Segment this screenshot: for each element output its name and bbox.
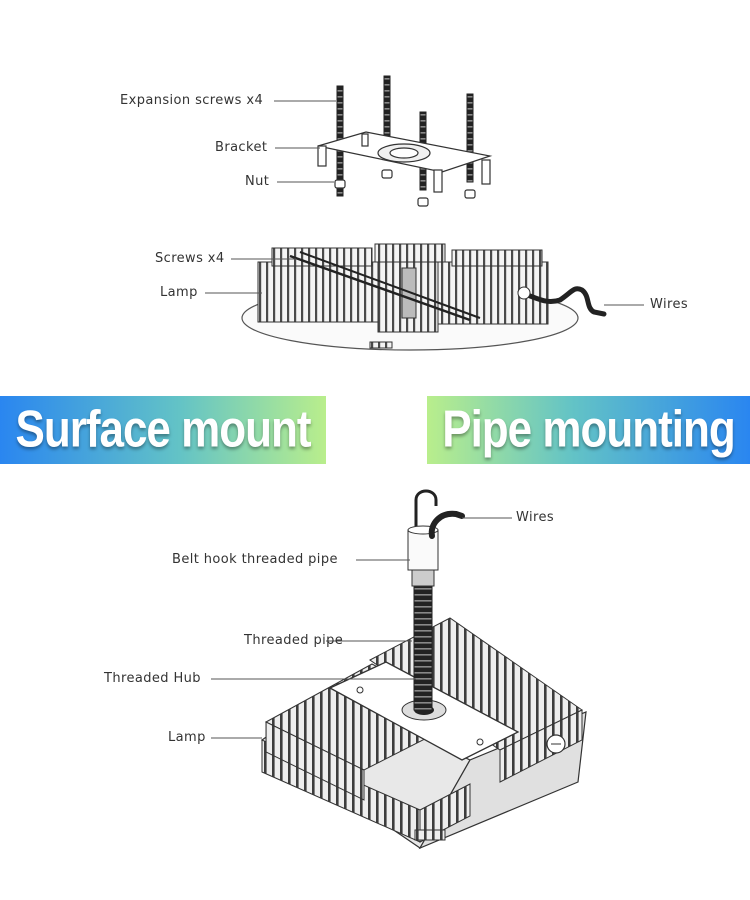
- banner-pipe-mounting-text: Pipe mounting: [442, 400, 736, 459]
- banner-surface-mount: Surface mount: [0, 396, 326, 464]
- top-wires: [517, 286, 607, 317]
- banner-surface-mount-text: Surface mount: [15, 400, 311, 459]
- banner-pipe-mounting: Pipe mounting: [427, 396, 750, 464]
- label-lamp-pipe: Lamp: [168, 730, 206, 745]
- label-nut: Nut: [245, 174, 270, 189]
- label-wires-pipe: Wires: [516, 510, 555, 525]
- label-wires-top: Wires: [650, 297, 689, 312]
- label-lamp-top: Lamp: [160, 285, 198, 300]
- top-lamp: [241, 243, 579, 351]
- label-bracket: Bracket: [215, 140, 268, 155]
- label-expansion-screws: Expansion screws x4: [120, 93, 264, 108]
- label-threaded-pipe: Threaded pipe: [244, 633, 344, 648]
- label-screws: Screws x4: [155, 251, 225, 266]
- bracket: [317, 131, 493, 193]
- label-threaded-hub: Threaded Hub: [104, 671, 201, 686]
- pipe-lamp: [260, 617, 587, 850]
- nuts: [334, 169, 476, 207]
- leader-lines: [205, 100, 644, 739]
- pipe-wires: [428, 510, 465, 539]
- label-belt-hook: Belt hook threaded pipe: [172, 552, 338, 567]
